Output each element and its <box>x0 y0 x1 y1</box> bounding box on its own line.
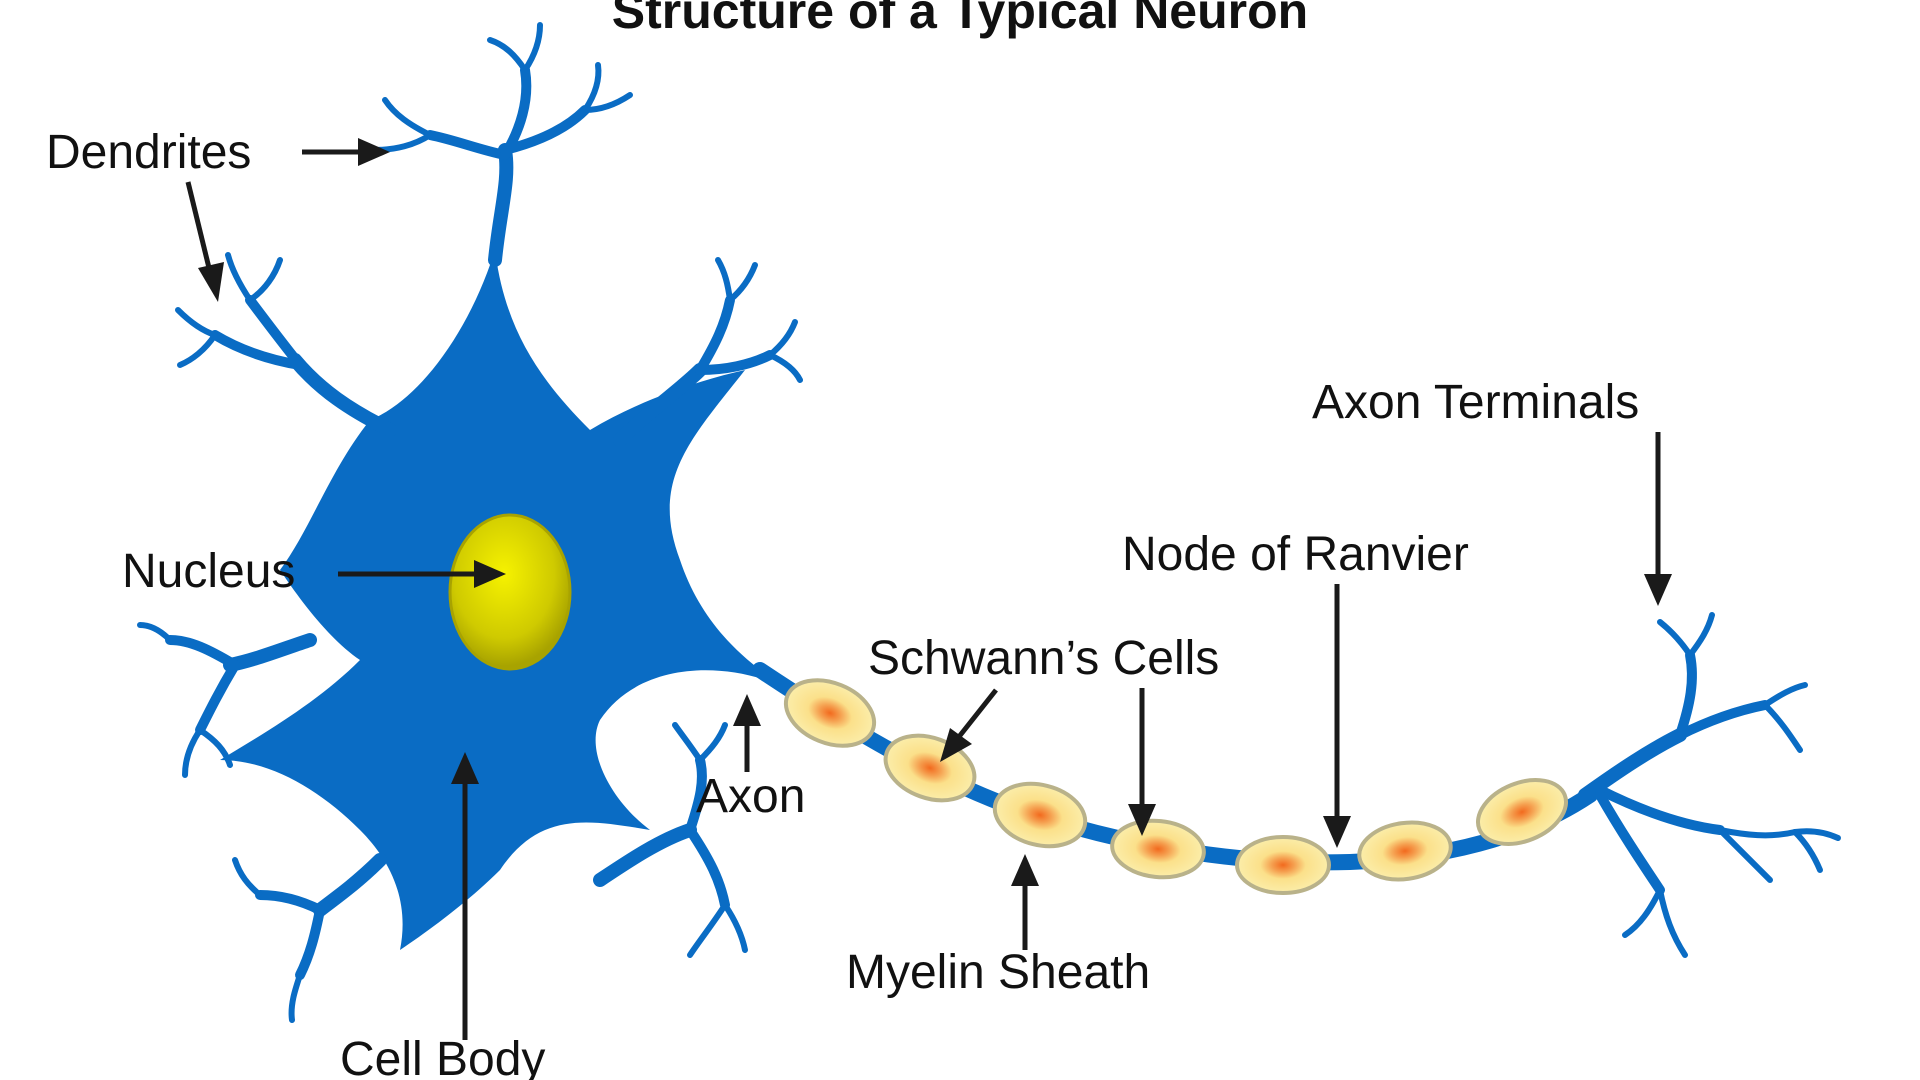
dendrite-upper-right <box>613 295 775 447</box>
label-node-of-ranvier: Node of Ranvier <box>1122 528 1469 581</box>
arrow-schwanns-cells-down <box>1128 688 1156 836</box>
schwann-cell <box>992 781 1088 849</box>
arrow-dendrites-right <box>302 138 390 166</box>
label-axon: Axon <box>696 770 805 823</box>
dendrite-lower-left <box>255 853 387 980</box>
arrow-nucleus <box>338 560 506 588</box>
axon-terminals-shape <box>1578 650 1770 895</box>
schwann-cell <box>783 678 877 748</box>
dendrite-top <box>425 65 590 267</box>
arrow-cell-body <box>451 752 479 1040</box>
arrow-myelin-sheath <box>1011 854 1039 950</box>
arrow-node-of-ranvier <box>1323 584 1351 848</box>
dendrite-upper-left <box>210 295 397 437</box>
arrow-axon <box>733 694 761 772</box>
label-axon-terminals: Axon Terminals <box>1312 376 1639 429</box>
diagram-title: Structure of a Typical Neuron <box>612 0 1308 39</box>
schwann-cell <box>883 733 977 803</box>
schwann-cell <box>1235 835 1331 895</box>
label-schwanns-cells: Schwann’s Cells <box>868 632 1219 685</box>
arrow-dendrites-down <box>185 181 224 302</box>
schwann-cell <box>1357 820 1453 882</box>
nucleus-shape <box>448 513 572 671</box>
label-nucleus: Nucleus <box>122 545 295 598</box>
arrow-schwanns-cells-left <box>940 688 998 762</box>
label-cell-body: Cell Body <box>340 1033 545 1080</box>
schwann-cells <box>783 678 1569 895</box>
arrow-axon-terminals <box>1644 432 1672 606</box>
dendrite-left <box>165 633 317 735</box>
label-dendrites: Dendrites <box>46 126 251 179</box>
schwann-cell <box>1110 818 1206 880</box>
label-myelin-sheath: Myelin Sheath <box>846 946 1150 999</box>
dendrite-lower-right <box>593 755 730 910</box>
schwann-cell <box>1475 778 1569 846</box>
neuron <box>137 22 1841 1023</box>
